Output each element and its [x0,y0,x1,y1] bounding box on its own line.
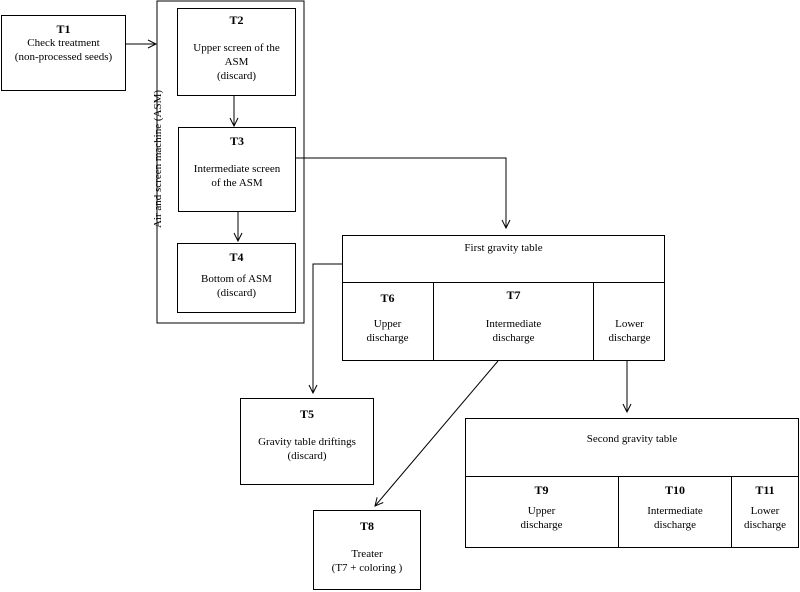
node-t11-line-1: Lower [750,505,780,517]
node-t9-code: T9 [534,483,549,497]
node-t8-code: T8 [359,519,374,533]
node-t8-line-2: (T7 + coloring ) [331,562,403,574]
node-lower-discharge: Lower discharge [594,282,665,361]
node-t9-line-1: Upper [527,505,556,517]
node-t5: T5 Gravity table driftings (discard) [240,398,374,485]
node-t6-line-2: discharge [366,332,409,344]
arrow-t7-to-t8 [375,360,499,506]
node-t10: T10 Intermediate discharge [619,476,732,548]
node-t6: T6 Upper discharge [342,282,434,361]
asm-frame [156,0,305,324]
node-t4-line-1: Bottom of ASM [201,273,272,285]
node-t10-line-2: discharge [654,519,696,531]
node-t9: T9 Upper discharge [465,476,619,548]
node-t1: T1 Check treatment (non-processed seeds) [1,15,126,91]
node-t5-code: T5 [299,407,314,421]
node-t3-code: T3 [229,134,244,148]
node-t3: T3 Intermediate screen of the ASM [178,127,296,212]
node-t2-line-2: ASM [224,56,249,68]
first-gravity-table: First gravity table T6 Upper discharge T… [342,235,665,361]
first-gravity-table-title: First gravity table [464,242,543,254]
node-t5-line-2: (discard) [287,450,327,462]
node-t11-code: T11 [755,483,775,497]
node-t5-line-1: Gravity table driftings [258,436,356,448]
node-t8-line-1: Treater [351,548,383,560]
node-t4: T4 Bottom of ASM (discard) [177,243,296,313]
second-gravity-table-title: Second gravity table [586,433,678,445]
node-t8: T8 Treater (T7 + coloring ) [313,510,421,590]
node-t11: T11 Lower discharge [732,476,798,548]
node-t7-line-2: discharge [492,332,535,344]
node-t1-code: T1 [56,22,71,36]
node-lower-discharge-line-2: discharge [608,332,651,344]
node-t3-line-1: Intermediate screen [193,163,281,175]
asm-label: Air and screen machine (ASM) [152,89,164,229]
node-t10-code: T10 [664,483,685,497]
node-lower-discharge-line-1: Lower [615,318,644,330]
node-t2-code: T2 [229,13,244,27]
second-gravity-table: Second gravity table T9 Upper discharge … [465,418,799,548]
node-t10-line-1: Intermediate [647,505,703,517]
node-t6-code: T6 [380,291,395,305]
node-t2-line-3: (discard) [216,70,257,82]
node-t1-line-1: Check treatment [27,37,100,49]
node-t4-code: T4 [229,250,244,264]
node-t6-line-1: Upper [373,318,402,330]
node-t11-line-2: discharge [744,519,786,531]
arrow-t3-to-gt1 [296,157,506,228]
node-t7-code: T7 [506,288,521,302]
node-t7-line-1: Intermediate [485,318,542,330]
node-t3-line-2: of the ASM [211,177,263,189]
node-t2: T2 Upper screen of the ASM (discard) [177,8,296,96]
arrow-gt1-to-t5 [313,263,342,393]
node-t1-line-2: (non-processed seeds) [14,51,113,63]
node-t7: T7 Intermediate discharge [434,282,594,361]
node-t4-line-2: (discard) [216,287,257,299]
node-t2-line-1: Upper screen of the [193,42,280,54]
node-t9-line-2: discharge [520,519,563,531]
